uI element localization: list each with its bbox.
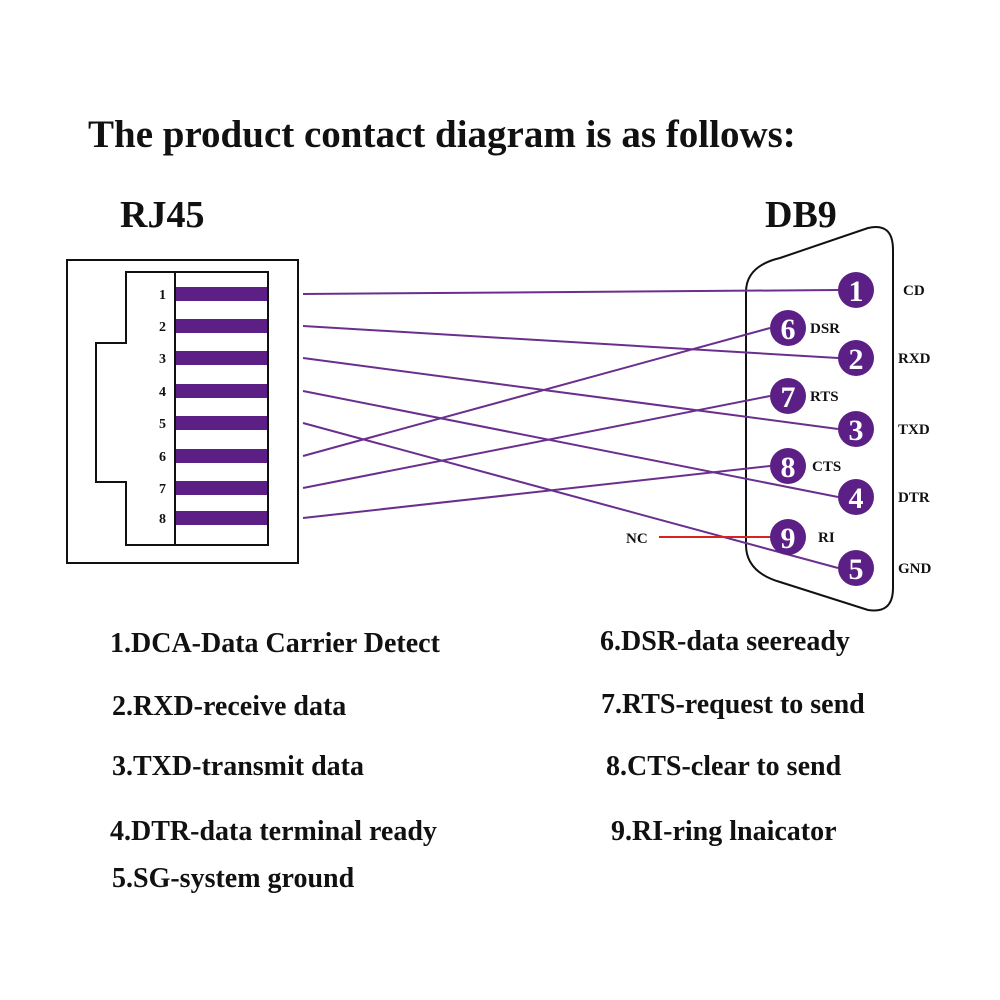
page-title: The product contact diagram is as follow… bbox=[88, 113, 796, 156]
db9-pin-6-number: 6 bbox=[781, 313, 796, 346]
nc-label: NC bbox=[626, 531, 648, 547]
legend-item-left-4: 4.DTR-data terminal ready bbox=[110, 816, 437, 847]
wires bbox=[302, 289, 839, 569]
legend-item-right-1: 6.DSR-data seeready bbox=[600, 626, 850, 657]
db9-pin-8-circle bbox=[770, 448, 806, 484]
rj45-pin-5-contact bbox=[176, 416, 267, 430]
db9-label: DB9 bbox=[765, 194, 837, 236]
pin-legend: 1.DCA-Data Carrier Detect 2.RXD-receive d… bbox=[110, 626, 865, 894]
db9-pin-4-circle bbox=[838, 479, 874, 515]
legend-item-right-3: 8.CTS-clear to send bbox=[606, 751, 842, 782]
rj45-pin-8-contact bbox=[176, 511, 267, 525]
rj45-pin-4-contact bbox=[176, 384, 267, 398]
wire-rj45-3-to-db9-3 bbox=[302, 357, 839, 430]
db9-pin-4-signal: DTR bbox=[898, 490, 930, 506]
rj45-jack-outline bbox=[95, 271, 269, 546]
db9-pin-8-number: 8 bbox=[781, 451, 796, 484]
rj45-housing bbox=[66, 259, 299, 564]
db9-pin-5-circle bbox=[838, 550, 874, 586]
rj45-pin-4-label: 4 bbox=[159, 385, 166, 400]
db9-pin-7-circle bbox=[770, 378, 806, 414]
wire-rj45-5-to-db9-5 bbox=[302, 422, 839, 569]
db9-pin-5-signal: GND bbox=[898, 561, 932, 577]
rj45-pin-2-contact bbox=[176, 319, 267, 333]
db9-pin-2-number: 2 bbox=[849, 343, 864, 376]
db9-pin-3-number: 3 bbox=[849, 414, 864, 447]
rj45-pin-6-label: 6 bbox=[159, 450, 166, 465]
rj45-pin-1-label: 1 bbox=[159, 288, 166, 303]
rj45-pin-3-contact bbox=[176, 351, 267, 365]
wire-rj45-4-to-db9-4 bbox=[302, 390, 839, 498]
rj45-pin-7-contact bbox=[176, 481, 267, 495]
legend-item-left-2: 2.RXD-receive data bbox=[112, 691, 346, 722]
db9-pin-3-signal: TXD bbox=[898, 422, 930, 438]
rj45-pin-5-label: 5 bbox=[159, 417, 166, 432]
db9-shell bbox=[745, 226, 894, 612]
rj45-connector: 1 2 3 4 5 6 7 8 bbox=[66, 259, 299, 564]
db9-pin-4-number: 4 bbox=[849, 482, 864, 515]
db9-pins: 1 CD 2 RXD 3 TXD 4 DTR 5 GND 6 DSR 7 RTS 8 CTS 9 RI bbox=[770, 272, 932, 586]
db9-pin-9-number: 9 bbox=[781, 522, 796, 555]
legend-item-right-2: 7.RTS-request to send bbox=[601, 689, 865, 720]
db9-pin-5-number: 5 bbox=[849, 553, 864, 586]
db9-pin-8-signal: CTS bbox=[812, 459, 841, 475]
wire-rj45-7-to-db9-7 bbox=[302, 395, 771, 489]
wire-rj45-8-to-db9-8 bbox=[302, 465, 771, 519]
wire-rj45-2-to-db9-2 bbox=[302, 325, 839, 359]
rj45-pin-2-label: 2 bbox=[159, 320, 166, 335]
db9-pin-1-signal: CD bbox=[903, 283, 925, 299]
rj45-pin-3-label: 3 bbox=[159, 352, 166, 367]
db9-pin-7-signal: RTS bbox=[810, 389, 839, 405]
legend-item-right-4: 9.RI-ring lnaicator bbox=[611, 816, 837, 847]
rj45-pin-8-label: 8 bbox=[159, 512, 166, 527]
rj45-pin-7-label: 7 bbox=[159, 482, 166, 497]
db9-pin-7-number: 7 bbox=[781, 381, 796, 414]
legend-item-left-5: 5.SG-system ground bbox=[112, 863, 355, 894]
rj45-pins: 1 2 3 4 5 6 7 8 bbox=[159, 287, 267, 527]
wire-rj45-6-to-db9-6 bbox=[302, 327, 771, 457]
legend-item-left-3: 3.TXD-transmit data bbox=[112, 751, 364, 782]
wire-rj45-1-to-db9-1 bbox=[302, 289, 839, 295]
db9-pin-3-circle bbox=[838, 411, 874, 447]
db9-pin-9-circle bbox=[770, 519, 806, 555]
db9-pin-2-circle bbox=[838, 340, 874, 376]
db9-pin-1-number: 1 bbox=[849, 275, 864, 308]
db9-pin-9-signal: RI bbox=[818, 530, 835, 546]
db9-pin-6-signal: DSR bbox=[810, 321, 840, 337]
legend-item-left-1: 1.DCA-Data Carrier Detect bbox=[110, 628, 441, 659]
db9-pin-6-circle bbox=[770, 310, 806, 346]
db9-pin-2-signal: RXD bbox=[898, 351, 931, 367]
rj45-pin-1-contact bbox=[176, 287, 267, 301]
db9-pin-1-circle bbox=[838, 272, 874, 308]
rj45-label: RJ45 bbox=[120, 194, 204, 236]
rj45-pin-6-contact bbox=[176, 449, 267, 463]
